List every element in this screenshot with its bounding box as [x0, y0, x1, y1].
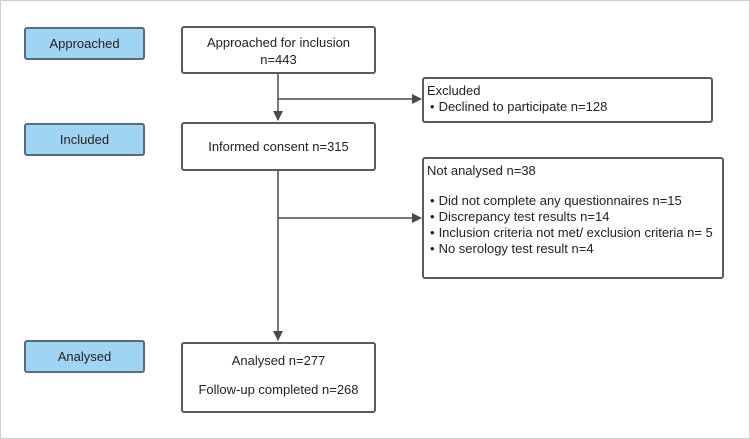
excluded-list: Declined to participate n=128 — [427, 99, 708, 115]
analysed-box-count: Analysed n=277 — [231, 353, 326, 368]
consent-box: Informed consent n=315 — [181, 122, 376, 171]
approached-box-count: n=443 — [260, 52, 297, 67]
excluded-box: Excluded Declined to participate n=128 — [422, 77, 713, 123]
excluded-title: Excluded — [427, 83, 481, 98]
stage-approached: Approached — [24, 27, 145, 60]
not-analysed-box: Not analysed n=38 Did not complete any q… — [422, 157, 724, 279]
not-analysed-list: Did not complete any questionnaires n=15… — [427, 193, 719, 257]
stage-approached-label: Approached — [49, 36, 120, 51]
excluded-item: Declined to participate n=128 — [427, 99, 708, 115]
not-analysed-item: Did not complete any questionnaires n=15 — [427, 193, 719, 209]
stage-analysed-label: Analysed — [57, 349, 112, 364]
not-analysed-item: No serology test result n=4 — [427, 241, 719, 257]
consent-box-label: Informed consent n=315 — [208, 139, 349, 154]
stage-included: Included — [24, 123, 145, 156]
approached-box: Approached for inclusion n=443 — [181, 26, 376, 74]
stage-analysed: Analysed — [24, 340, 145, 373]
analysed-box: Analysed n=277 Follow-up completed n=268 — [181, 342, 376, 413]
not-analysed-title: Not analysed n=38 — [427, 163, 536, 178]
approached-box-title: Approached for inclusion — [206, 35, 351, 50]
followup-count: Follow-up completed n=268 — [198, 382, 359, 397]
not-analysed-item: Discrepancy test results n=14 — [427, 209, 719, 225]
not-analysed-item: Inclusion criteria not met/ exclusion cr… — [427, 225, 719, 241]
stage-included-label: Included — [59, 132, 110, 147]
